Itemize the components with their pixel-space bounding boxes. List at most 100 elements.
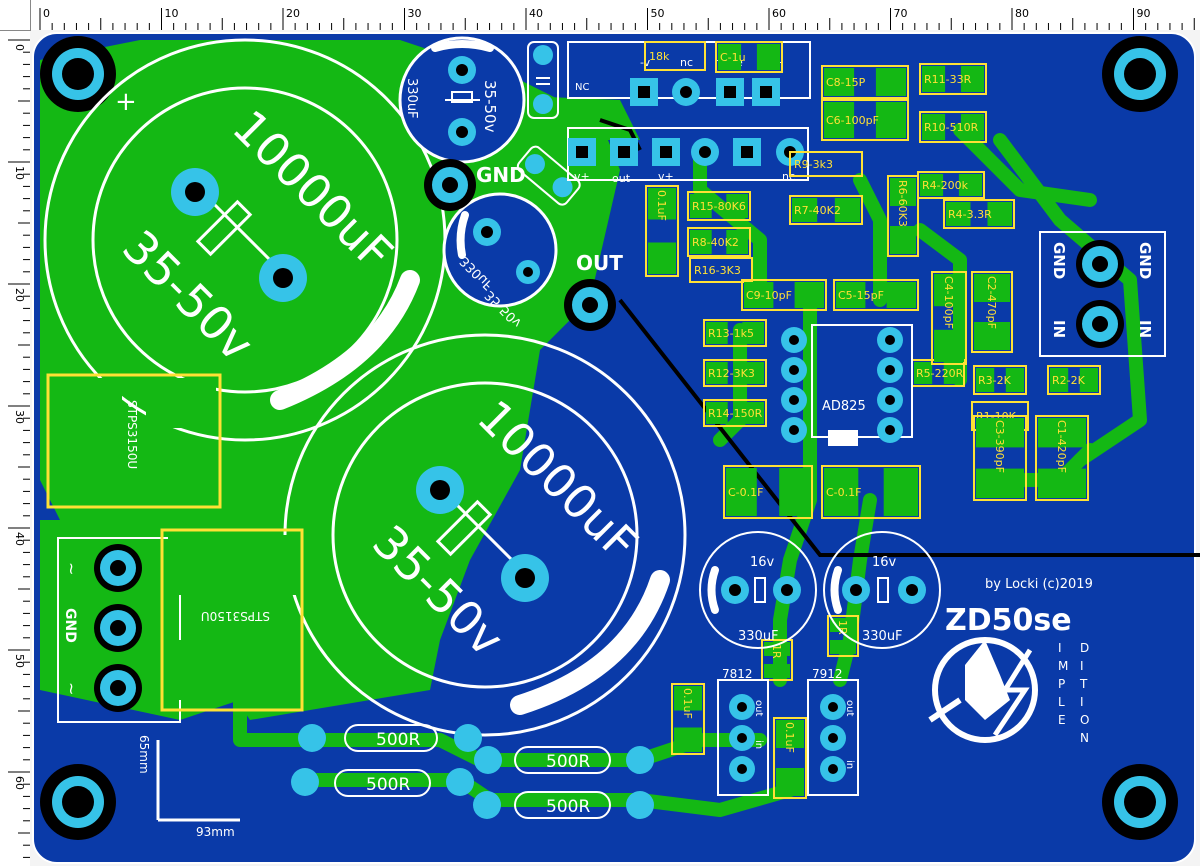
pcb-canvas[interactable]: + 10000uF 35-50v 10000uF 35-50v xyxy=(30,30,1200,866)
out-label: OUT xyxy=(576,251,623,275)
smd-part[interactable]: R10-510R xyxy=(919,111,987,143)
regulator-7912[interactable]: 7912 out in xyxy=(807,667,859,796)
smd-part-label: C-0.1F xyxy=(728,486,763,499)
smd-part[interactable]: R14-150R xyxy=(703,399,767,427)
smd-cap-vertical[interactable] xyxy=(527,41,559,119)
ruler-label: 50 xyxy=(13,654,26,668)
smd-part-label: R11-33R xyxy=(924,73,972,86)
smd-cap-diagonal[interactable] xyxy=(515,144,582,207)
smd-part[interactable]: 0.1uF xyxy=(671,683,705,755)
ac-connector[interactable]: ~ GND ~ xyxy=(57,537,181,723)
psu-cap-1-value: 330uF xyxy=(738,629,779,644)
smd-part-label: R12-3K3 xyxy=(708,367,755,380)
regulator-7812-label: 7812 xyxy=(722,667,753,681)
diode-1-label: STPS3150U xyxy=(125,400,139,469)
ruler-label: 40 xyxy=(529,7,543,20)
ac-label-1: ~ xyxy=(62,562,81,575)
smd-part[interactable]: C9-10pF xyxy=(741,279,827,311)
smd-part[interactable]: 1R xyxy=(761,639,793,681)
smd-part[interactable]: R4-3.3R xyxy=(943,199,1015,229)
diode-2[interactable]: STPS3150U xyxy=(160,528,304,712)
ruler-label: 20 xyxy=(286,7,300,20)
diode-1[interactable]: STPS3150U xyxy=(46,373,222,509)
psu-capacitor-1[interactable]: 16v 330uF xyxy=(699,531,817,649)
small-capacitor-top[interactable]: 330uF 35-50v xyxy=(398,36,526,164)
ruler-label: 60 xyxy=(772,7,786,20)
smd-part[interactable]: R6-60K3 xyxy=(887,175,919,257)
out-pad[interactable]: OUT xyxy=(564,251,623,331)
smd-part[interactable]: R8-40K2 xyxy=(687,227,751,257)
smd-part-label: 0.1uF xyxy=(783,722,796,753)
input-gnd-label-b: GND xyxy=(1136,242,1154,279)
resistor-2[interactable]: 500R xyxy=(291,768,474,797)
resistor-3[interactable]: 500R xyxy=(474,746,654,774)
ruler-label: 50 xyxy=(651,7,665,20)
opamp-ic[interactable]: AD825 xyxy=(781,324,913,446)
header-bottom-pin-2: out xyxy=(612,172,631,185)
smd-part-label: 0.1uF xyxy=(681,688,694,719)
resistor-2-label: 500R xyxy=(366,775,410,795)
pcb-board[interactable]: + 10000uF 35-50v 10000uF 35-50v xyxy=(30,30,1200,866)
psu-capacitor-2[interactable]: 16v 330uF xyxy=(823,531,941,649)
smd-part[interactable]: C-0.1F xyxy=(821,465,921,519)
input-gnd-label: GND xyxy=(1050,242,1068,279)
resistor-1[interactable]: 500R xyxy=(298,724,482,752)
smd-part[interactable]: C4-100pF xyxy=(931,271,967,365)
smd-part[interactable]: 1R xyxy=(827,615,859,657)
smd-part[interactable]: R13-1k5 xyxy=(703,319,767,347)
smd-part[interactable]: 0.1uF xyxy=(645,185,679,277)
smd-part-label: R5-220R xyxy=(916,367,964,380)
input-connector[interactable]: GND IN GND IN xyxy=(1039,231,1166,357)
ruler-label: 30 xyxy=(13,410,26,424)
smd-part-label: 18k xyxy=(649,50,670,63)
smd-part[interactable]: 0.1uF xyxy=(773,717,807,799)
smd-part[interactable]: C2-470pF xyxy=(971,271,1013,353)
resistor-4[interactable]: 500R xyxy=(473,791,654,819)
smd-part[interactable]: C-0.1F xyxy=(723,465,813,519)
smd-part[interactable]: R15-80K6 xyxy=(687,191,751,221)
smd-part[interactable]: R2-2K xyxy=(1047,365,1101,395)
regulator-7912-pin-out: out xyxy=(844,700,855,716)
smd-part-label: R2-2K xyxy=(1052,374,1086,387)
smd-part[interactable]: R4-200k xyxy=(917,171,985,199)
regulator-7812[interactable]: 7812 out in xyxy=(717,667,769,796)
header-bottom[interactable]: v+ out v+ nc xyxy=(567,127,809,185)
header-top-pin-2: nc xyxy=(680,56,693,69)
edition-letter: T xyxy=(1079,677,1088,691)
edition-letter: M xyxy=(1058,659,1068,673)
regulator-7812-pin-out: out xyxy=(753,700,764,716)
gnd-pad[interactable]: GND xyxy=(424,159,526,211)
smd-part[interactable]: C-1u xyxy=(715,41,783,73)
smd-part[interactable]: R9-3k3 xyxy=(789,151,863,177)
smd-part[interactable]: C5-15pF xyxy=(833,279,919,311)
smd-part-label: C4-100pF xyxy=(942,276,955,329)
smd-part-label: C-1u xyxy=(720,51,746,64)
small-capacitor-mid[interactable]: 330uF 35-50v xyxy=(442,192,558,330)
ruler-label: 60 xyxy=(13,776,26,790)
ruler-corner xyxy=(0,0,31,31)
edition-letter: E xyxy=(1058,713,1066,727)
smd-part[interactable]: R3-2K xyxy=(973,365,1027,395)
header-bottom-pin-1: v+ xyxy=(574,170,590,183)
dimension-width: 93mm xyxy=(196,825,235,839)
smd-part[interactable]: R11-33R xyxy=(919,63,987,95)
ruler-label: 90 xyxy=(1137,7,1151,20)
input-in-label: IN xyxy=(1050,320,1068,338)
smd-part[interactable]: C3-390pF xyxy=(973,415,1027,501)
smd-part[interactable]: C6-100pF xyxy=(821,99,909,141)
smd-part-label: R14-150R xyxy=(708,407,763,420)
smd-part[interactable]: R12-3K3 xyxy=(703,359,767,387)
smd-part[interactable]: C1-420pF xyxy=(1035,415,1089,501)
smd-part-label: C3-390pF xyxy=(993,420,1006,473)
edition-letter: D xyxy=(1080,641,1089,655)
credit-text: by Locki (c)2019 xyxy=(985,577,1093,592)
smd-part[interactable]: 18k xyxy=(644,41,706,71)
smd-part[interactable]: R16-3K3 xyxy=(689,257,753,283)
ruler-label: 20 xyxy=(13,288,26,302)
smd-part[interactable]: R7-40K2 xyxy=(789,195,863,225)
smd-part[interactable]: C8-15P xyxy=(821,65,909,99)
